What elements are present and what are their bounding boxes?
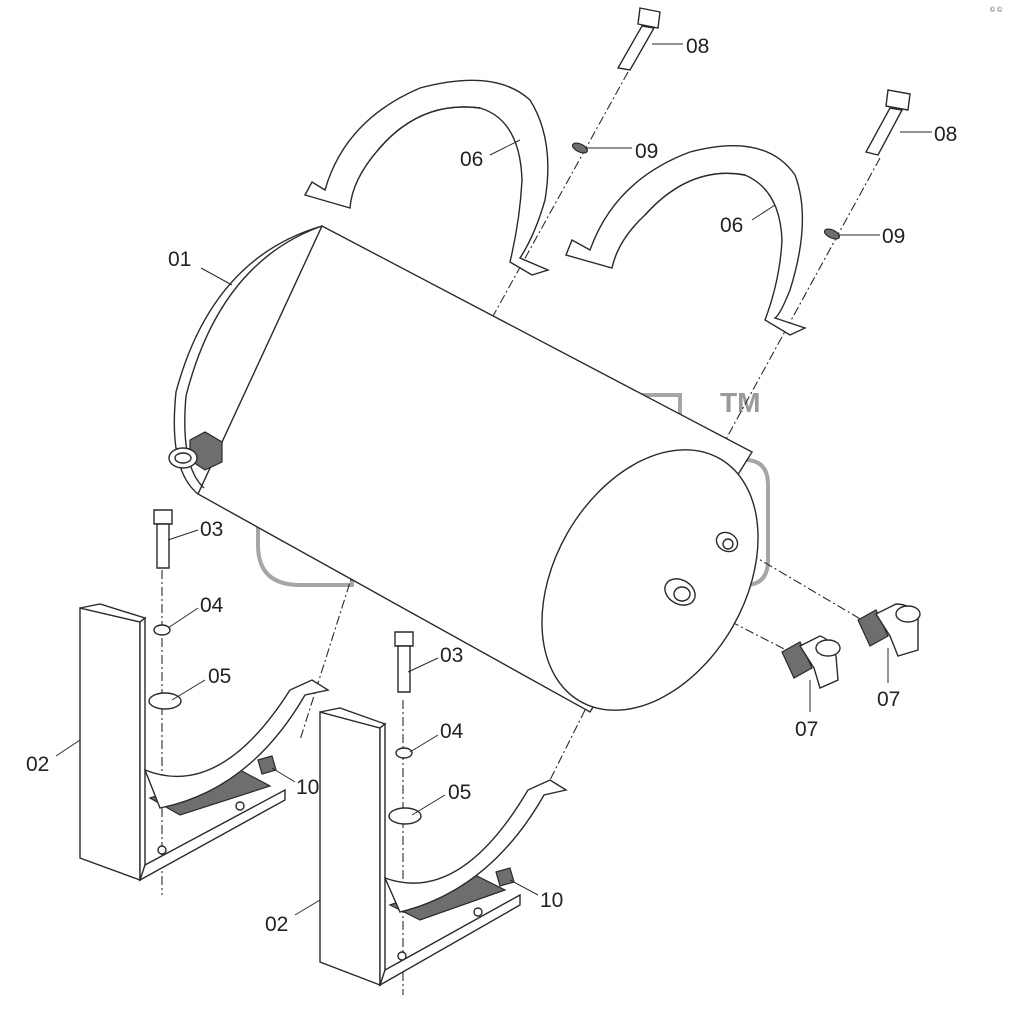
label-05-washer-left: 05	[208, 665, 231, 688]
callout-labels: 01 02 02 03 03 04 04 05 05 06 06 07 07 0…	[26, 35, 957, 936]
label-07-elbow-lower: 07	[795, 718, 818, 741]
leader-lines	[55, 43, 932, 916]
washer-small-right	[395, 747, 413, 759]
label-08-strap-bolt-right: 08	[934, 123, 957, 146]
strap-bolt-right	[864, 89, 911, 156]
label-10-spacer-right: 10	[540, 889, 563, 912]
label-08-strap-bolt-left: 08	[686, 35, 709, 58]
elbow-fitting-lower	[781, 635, 841, 689]
washer-large-right	[388, 807, 422, 825]
corner-mark: © ©	[990, 6, 1003, 14]
label-04-washer-right: 04	[440, 720, 464, 743]
strap-left	[303, 79, 551, 276]
air-tank	[168, 225, 759, 713]
strap-washer-right	[823, 228, 841, 240]
elbow-fitting-upper	[857, 603, 921, 657]
strap-bolt-left	[616, 7, 661, 71]
label-02-bracket-left: 02	[26, 753, 49, 776]
spacer-left	[257, 755, 277, 775]
bracket-right	[319, 707, 568, 987]
bolt-right	[394, 631, 414, 693]
label-10-spacer-left: 10	[296, 776, 319, 799]
washer-small-left	[153, 624, 171, 636]
bracket-left	[79, 603, 330, 882]
washer-large-left	[148, 692, 182, 710]
label-05-washer-right: 05	[448, 781, 471, 804]
label-09-strap-washer-left: 09	[635, 140, 658, 163]
label-01-tank: 01	[168, 248, 191, 271]
strap-right	[565, 144, 807, 336]
label-04-washer-left: 04	[200, 594, 224, 617]
label-03-bolt-left: 03	[200, 518, 223, 541]
label-02-bracket-right: 02	[265, 913, 288, 936]
label-09-strap-washer-right: 09	[882, 225, 905, 248]
label-03-bolt-right: 03	[440, 644, 463, 667]
label-06-strap-right: 06	[720, 214, 743, 237]
label-07-elbow-upper: 07	[877, 688, 900, 711]
strap-washer-left	[571, 142, 589, 154]
label-06-strap-left: 06	[460, 148, 483, 171]
bolt-left	[153, 509, 173, 569]
spacer-right	[495, 867, 515, 887]
